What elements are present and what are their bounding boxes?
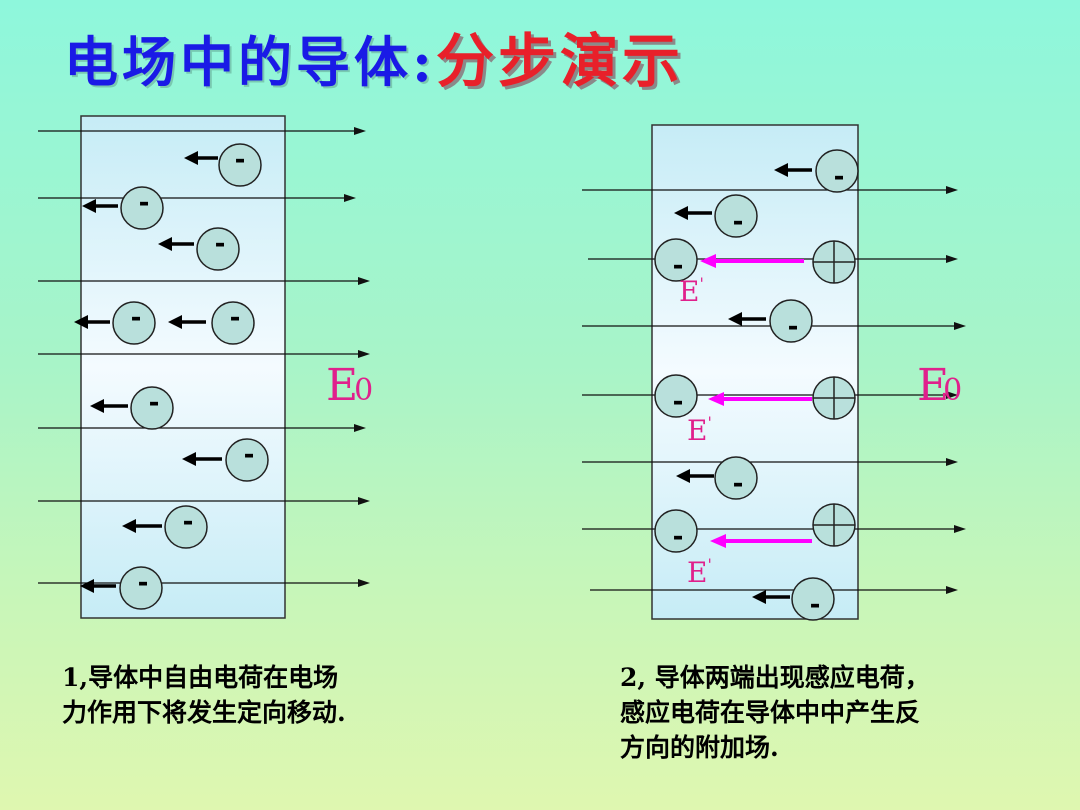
negative-charge: - — [168, 301, 255, 345]
left-field-lines — [38, 127, 370, 587]
svg-text:-: - — [733, 469, 744, 499]
slide-title: 电场中的导体:分步演示 — [64, 14, 684, 98]
field-line — [582, 458, 958, 466]
field-line — [38, 424, 366, 432]
svg-text:-: - — [673, 251, 684, 281]
left-charges: - - - - — [74, 143, 269, 610]
svg-text:-: - — [183, 507, 194, 537]
left-caption: 1,导体中自由电荷在电场力作用下将发生定向移动. — [62, 663, 346, 727]
negative-charge: - — [74, 301, 156, 345]
field-line — [38, 497, 370, 505]
svg-text:-: - — [215, 229, 226, 259]
induced-field-arrows — [700, 254, 812, 548]
title-main: 电场中的导体: — [64, 30, 436, 94]
field-line — [582, 322, 966, 330]
left-field-label: E0 — [326, 360, 373, 411]
plus-circle-icon — [812, 376, 856, 420]
induced-arrow — [700, 254, 804, 268]
right-panel: - - - - - — [582, 124, 966, 621]
field-line — [582, 186, 958, 194]
title-sub: 分步演示 — [435, 27, 684, 95]
svg-text:-: - — [138, 568, 149, 598]
negative-charge: - — [80, 566, 163, 610]
positive-charges — [812, 240, 856, 547]
induced-label: E' — [687, 413, 712, 447]
svg-text:-: - — [733, 207, 744, 237]
svg-text:-: - — [235, 145, 246, 175]
induced-arrow — [708, 392, 812, 406]
right-caption: 2, 导体两端出现感应电荷，感应电荷在导体中中产生反方向的附加场. — [620, 663, 930, 762]
plus-circle-icon — [812, 240, 856, 284]
svg-text:-: - — [810, 590, 821, 620]
svg-text:-: - — [149, 388, 160, 418]
induced-label: E' — [679, 274, 704, 308]
left-panel: - - - - — [38, 115, 373, 619]
negative-charge: - — [654, 238, 698, 282]
field-line — [582, 525, 966, 533]
negative-charge: - — [654, 509, 698, 553]
svg-text:-: - — [244, 440, 255, 470]
negative-charge: - — [184, 143, 262, 187]
induced-arrow — [710, 534, 812, 548]
field-line — [582, 391, 958, 399]
field-line — [38, 194, 356, 202]
negative-charge: - — [654, 374, 698, 418]
svg-text:-: - — [673, 522, 684, 552]
svg-text:-: - — [230, 303, 241, 333]
negative-charge: - — [674, 194, 758, 238]
field-line — [38, 127, 366, 135]
negative-charge: - — [90, 386, 174, 430]
negative-charge: - — [774, 149, 859, 193]
field-line — [38, 350, 370, 358]
field-line — [38, 277, 370, 285]
induced-field-labels: E' E' E' — [679, 274, 712, 589]
right-charges: - - - - - — [654, 149, 859, 621]
svg-text:-: - — [673, 387, 684, 417]
negative-charge: - — [158, 227, 240, 271]
negative-charge: - — [122, 505, 208, 549]
svg-text:-: - — [131, 303, 142, 333]
right-field-label: E0 — [917, 360, 962, 411]
negative-charge: - — [752, 577, 835, 621]
negative-charge: - — [182, 438, 269, 482]
svg-text:-: - — [139, 188, 150, 218]
negative-charge: - — [728, 299, 813, 343]
negative-charge: - — [82, 186, 164, 230]
svg-text:-: - — [788, 312, 799, 342]
induced-label: E' — [687, 555, 712, 589]
svg-text:-: - — [834, 162, 845, 192]
field-line — [590, 586, 958, 594]
plus-circle-icon — [812, 503, 856, 547]
negative-charge: - — [676, 456, 758, 500]
